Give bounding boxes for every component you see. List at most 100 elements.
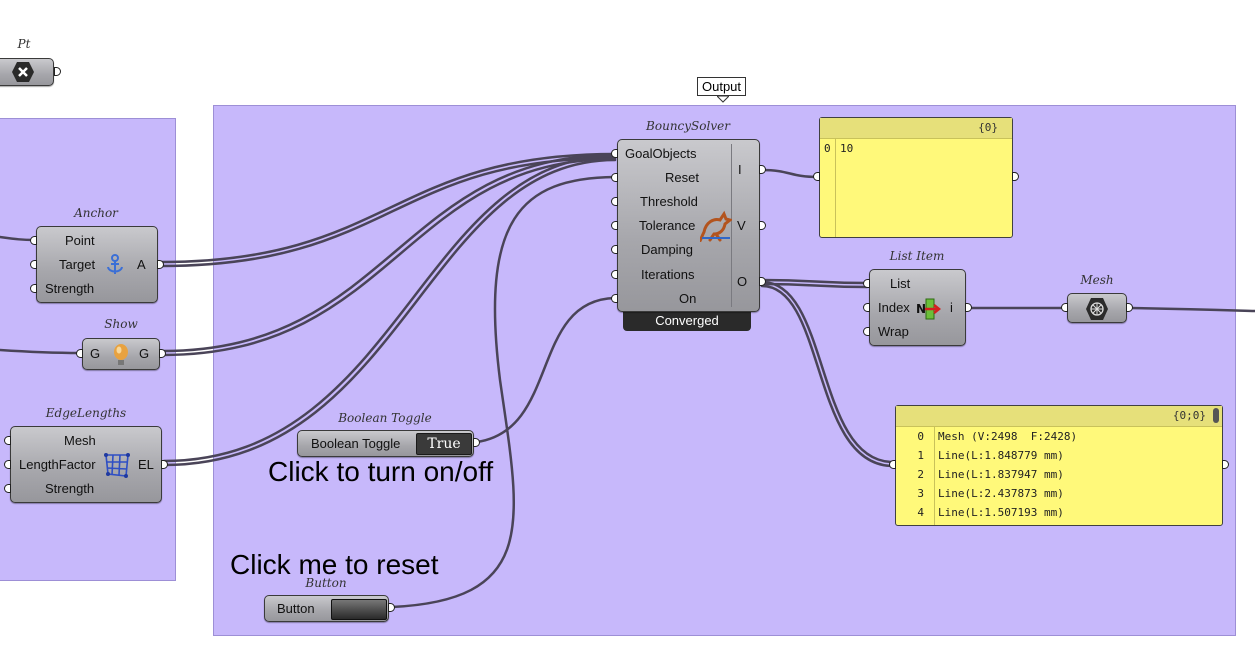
anchor-component[interactable]: Point Target Strength A	[36, 226, 158, 303]
edgelengths-grip-strength[interactable]	[4, 484, 11, 493]
reset-button-face[interactable]	[331, 599, 387, 620]
solver-grip-on[interactable]	[611, 294, 618, 303]
boolean-toggle-title: Boolean Toggle	[338, 411, 432, 425]
solver-input-goalobjects[interactable]: GoalObjects	[625, 146, 697, 161]
anchor-grip-target[interactable]	[30, 260, 37, 269]
listitem-title: List Item	[889, 249, 945, 263]
show-output-g[interactable]: G	[139, 346, 150, 361]
output-panel-row: 0 Mesh (V:2498 F:2428)	[917, 430, 1078, 443]
anchor-input-strength[interactable]: Strength	[45, 281, 95, 296]
listitem-component[interactable]: List Index Wrap N i	[869, 269, 966, 346]
solver-input-damping[interactable]: Damping	[641, 242, 694, 257]
iterations-panel-path: {0}	[978, 121, 998, 134]
show-grip-input[interactable]	[76, 349, 83, 358]
toggle-hint-text: Click to turn on/off	[268, 456, 494, 487]
solver-title: BouncySolver	[646, 119, 730, 133]
solver-grip-threshold[interactable]	[611, 197, 618, 206]
output-panel-row: 2 Line(L:1.837947 mm)	[917, 468, 1064, 481]
edgelengths-input-mesh[interactable]: Mesh	[64, 433, 96, 448]
solver-grip-o[interactable]	[759, 277, 766, 286]
show-input-g[interactable]: G	[90, 346, 101, 361]
boolean-toggle-value[interactable]: True	[416, 433, 472, 455]
solver-grip-tolerance[interactable]	[611, 221, 618, 230]
solver-grip-v[interactable]	[759, 221, 766, 230]
solver-output-v[interactable]: V	[737, 218, 746, 233]
iterations-panel[interactable]: {0} 0 10	[819, 117, 1013, 238]
mesh-grip-out[interactable]	[1126, 303, 1133, 312]
pt-param[interactable]	[0, 58, 54, 86]
anchor-grip-point[interactable]	[30, 236, 37, 245]
solver-grip-iterations[interactable]	[611, 270, 618, 279]
edgelengths-input-lengthfactor[interactable]: LengthFactor	[19, 457, 96, 472]
edgelengths-grip-output[interactable]	[161, 460, 168, 469]
output-panel-row: 4 Line(L:1.507193 mm)	[917, 506, 1064, 519]
anchor-title: Anchor	[74, 206, 118, 220]
solver-status-bar: Converged	[623, 310, 751, 331]
solver-component[interactable]: GoalObjects Reset Threshold Tolerance Da…	[617, 139, 760, 312]
output-panel-grip-in[interactable]	[889, 460, 896, 469]
output-panel-grip-out[interactable]	[1222, 460, 1229, 469]
boolean-toggle-grip[interactable]	[473, 438, 480, 447]
solver-grip-goalobjects[interactable]	[611, 149, 618, 158]
solver-input-threshold[interactable]: Threshold	[640, 194, 698, 209]
solver-grip-damping[interactable]	[611, 245, 618, 254]
output-panel-row: 3 Line(L:2.437873 mm)	[917, 487, 1064, 500]
kangaroo-icon	[698, 210, 734, 243]
mesh-param[interactable]	[1067, 293, 1127, 323]
solver-input-reset[interactable]: Reset	[665, 170, 699, 185]
listitem-grip-list[interactable]	[863, 279, 870, 288]
listitem-input-index[interactable]: Index	[878, 300, 910, 315]
edgelengths-title: EdgeLengths	[45, 406, 127, 420]
lightbulb-icon	[109, 342, 133, 368]
solver-input-tolerance[interactable]: Tolerance	[639, 218, 696, 233]
listitem-grip-wrap[interactable]	[863, 327, 870, 336]
svg-text:N: N	[916, 302, 926, 316]
anchor-grip-strength[interactable]	[30, 284, 37, 293]
pt-title: Pt	[17, 37, 31, 51]
solver-grip-i[interactable]	[759, 165, 766, 174]
show-component[interactable]: G G	[82, 338, 160, 370]
solver-input-on[interactable]: On	[679, 291, 697, 306]
iterations-panel-grip-out[interactable]	[1012, 172, 1019, 181]
listitem-grip-index[interactable]	[863, 303, 870, 312]
pt-output-grip[interactable]	[54, 67, 61, 76]
edgelengths-output-el[interactable]: EL	[138, 457, 154, 472]
mesh-sphere-icon	[1085, 297, 1109, 321]
anchor-output-a[interactable]: A	[137, 257, 146, 272]
boolean-toggle-label: Boolean Toggle	[311, 436, 401, 451]
output-panel-scrollbar[interactable]	[1213, 408, 1219, 423]
iterations-panel-row: 0	[824, 142, 831, 155]
listitem-input-wrap[interactable]: Wrap	[878, 324, 909, 339]
edgelengths-component[interactable]: Mesh LengthFactor Strength EL	[10, 426, 162, 503]
mesh-net-icon	[103, 451, 131, 479]
listitem-input-list[interactable]: List	[890, 276, 911, 291]
solver-output-o[interactable]: O	[737, 274, 748, 289]
iterations-panel-grip-in[interactable]	[813, 172, 820, 181]
solver-output-i[interactable]: I	[738, 162, 742, 177]
reset-hint-text: Click me to reset	[230, 549, 439, 580]
reset-button-grip[interactable]	[388, 603, 395, 612]
output-panel-path: {0;0}	[1172, 409, 1206, 422]
point-x-icon	[11, 61, 35, 83]
boolean-toggle[interactable]: Boolean Toggle True	[297, 430, 474, 457]
anchor-input-point[interactable]: Point	[65, 233, 95, 248]
listitem-output-i[interactable]: i	[950, 300, 953, 315]
listitem-grip-output[interactable]	[965, 303, 972, 312]
anchor-input-target[interactable]: Target	[59, 257, 96, 272]
list-item-icon: N	[916, 298, 942, 320]
reset-button[interactable]: Button	[264, 595, 389, 622]
mesh-grip-in[interactable]	[1061, 303, 1068, 312]
edgelengths-grip-lengthfactor[interactable]	[4, 460, 11, 469]
button-title: Button	[305, 576, 347, 590]
edgelengths-input-strength[interactable]: Strength	[45, 481, 95, 496]
solver-input-iterations[interactable]: Iterations	[641, 267, 695, 282]
anchor-grip-output[interactable]	[157, 260, 164, 269]
output-panel[interactable]: {0;0} 0 Mesh (V:2498 F:2428) 1 Line(L:1.…	[895, 405, 1223, 526]
mesh-title: Mesh	[1080, 273, 1114, 287]
anchor-icon	[103, 253, 127, 277]
solver-grip-reset[interactable]	[611, 173, 618, 182]
reset-button-label: Button	[277, 601, 315, 616]
show-title: Show	[104, 317, 138, 331]
show-grip-output[interactable]	[159, 349, 166, 358]
edgelengths-grip-mesh[interactable]	[4, 436, 11, 445]
